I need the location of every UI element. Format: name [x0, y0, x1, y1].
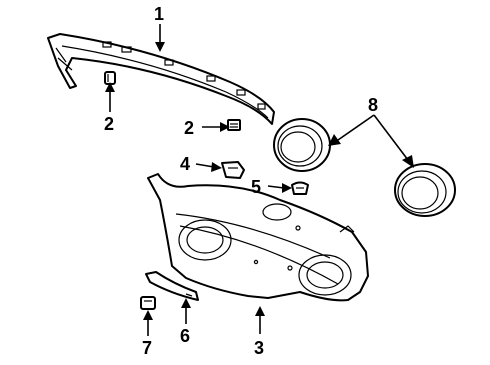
screw-fastener: [227, 119, 241, 131]
callout-5: 5: [251, 177, 261, 197]
quarter-trim-panel: [147, 173, 369, 302]
upper-trim-molding: [47, 33, 275, 125]
bracket-4: [221, 161, 245, 179]
speaker-upper: [273, 118, 331, 172]
callout-6: 6: [180, 326, 190, 346]
callout-2-right: 2: [184, 118, 194, 138]
push-pin-clip: [291, 181, 309, 195]
callout-4: 4: [180, 154, 190, 174]
leader-lines: [105, 24, 414, 336]
small-clip-7: [140, 296, 156, 310]
callout-7: 7: [142, 338, 152, 358]
callout-3: 3: [254, 338, 264, 358]
callout-1: 1: [154, 4, 164, 24]
callout-2-left: 2: [104, 114, 114, 134]
callout-8: 8: [368, 95, 378, 115]
speaker-lower: [394, 163, 456, 217]
lower-trim-strip: [145, 271, 199, 301]
